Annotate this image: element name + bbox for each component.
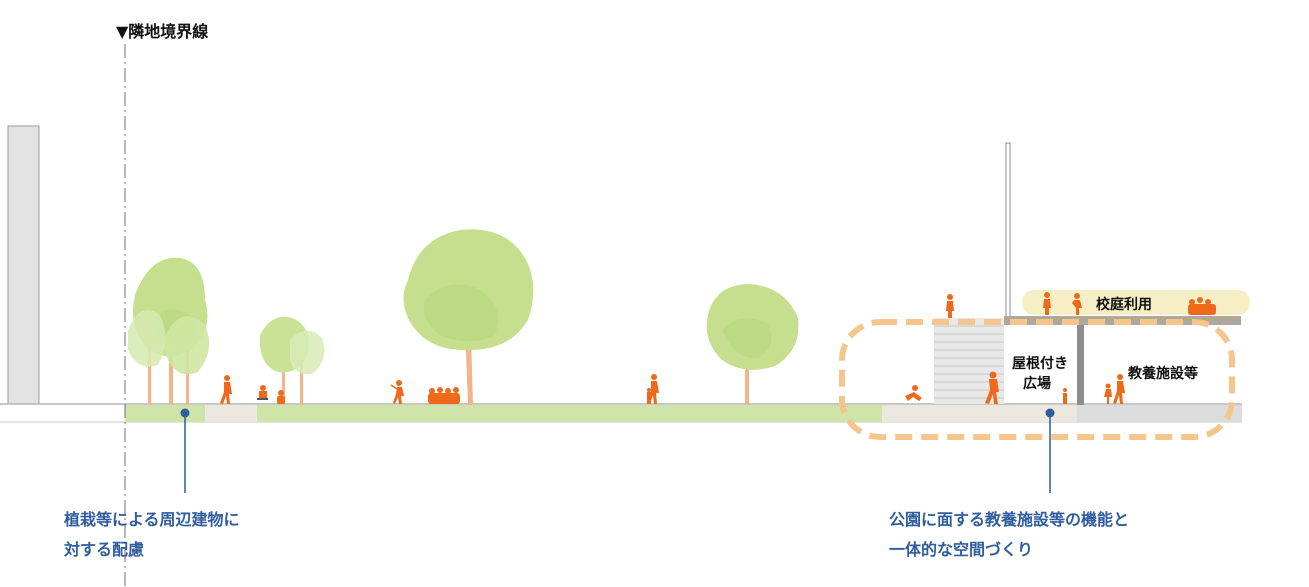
boundary-label: ▼隣地境界線 — [116, 22, 208, 41]
school-yard-label: 校庭利用 — [1096, 296, 1152, 313]
people — [220, 292, 1216, 404]
tree-group-small — [259, 316, 325, 405]
person-icon — [905, 385, 922, 401]
tree — [290, 330, 325, 405]
callout-dot-icon — [1045, 408, 1055, 418]
tree — [164, 316, 210, 405]
crowd-icon — [1188, 297, 1216, 315]
callout-right: 公園に面する教養施設等の機能と 一体的な空間づくり — [889, 408, 1129, 559]
cultural-facilities-label: 教養施設等 — [1128, 365, 1198, 382]
person-icon — [220, 375, 232, 404]
person-icon — [390, 380, 404, 404]
ground — [0, 403, 1242, 423]
tree-group-left — [128, 257, 210, 405]
person-icon — [277, 390, 285, 404]
neighbor-building — [7, 125, 40, 405]
facility-building — [934, 142, 1250, 405]
column — [1077, 325, 1084, 405]
plaza-paving — [882, 405, 1077, 422]
lawn-strip — [125, 405, 882, 422]
person-icon — [1063, 388, 1067, 404]
person-icon — [946, 294, 954, 318]
callout-left-line1: 植栽等による周辺建物に — [63, 510, 240, 529]
person-icon — [985, 371, 999, 404]
callout-right-line1: 公園に面する教養施設等の機能と — [889, 510, 1129, 529]
highlight-outline — [839, 319, 1235, 440]
person-icon — [257, 385, 268, 400]
callout-left: 植栽等による周辺建物に 対する配慮 — [63, 408, 240, 559]
tree-large-center — [403, 229, 534, 405]
bench-pad — [205, 405, 257, 422]
callout-left-line2: 対する配慮 — [63, 540, 144, 559]
mast-pole — [1005, 142, 1011, 319]
person-icon — [1104, 374, 1125, 404]
tree-right — [706, 284, 799, 405]
callout-right-line2: 一体的な空間づくり — [889, 540, 1033, 559]
person-icon — [1072, 293, 1082, 315]
person-icon — [647, 374, 659, 404]
facility-floor — [1077, 405, 1242, 422]
callout-dot-icon — [180, 408, 190, 418]
crowd-icon — [428, 387, 460, 404]
tree — [128, 310, 166, 405]
person-icon — [1043, 292, 1051, 315]
covered-plaza-label-2: 広場 — [1023, 375, 1051, 392]
covered-plaza-label-1: 屋根付き — [1012, 355, 1068, 372]
